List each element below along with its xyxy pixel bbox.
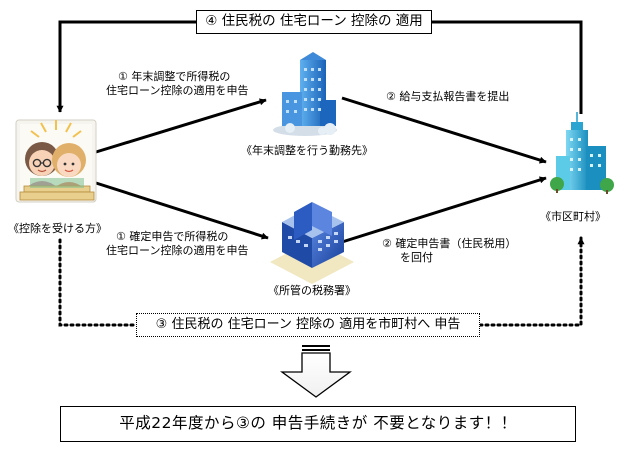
step2-forward-note: ② 確定申告書（住民税用） を回付: [382, 237, 516, 265]
step4-label-box: ④ 住民税の 住宅ローン 控除の 適用: [196, 10, 432, 34]
employer-caption: 《年末調整を行う勤務先》: [241, 144, 373, 157]
taxpayer-caption: 《控除を受ける方》: [8, 222, 107, 235]
city-buildings-icon: [550, 112, 614, 194]
step2-forward-line1: ② 確定申告書（住民税用）: [382, 237, 517, 250]
down-arrow-icon: [280, 345, 352, 398]
return-path-arrow: [56, 20, 583, 114]
step1-tax-return-line2: 住宅ローン控除の適用を申告: [106, 243, 249, 257]
step1-employer-note: ① 年末調整で所得税の 住宅ローン控除の適用を申告: [106, 70, 248, 98]
conclusion-box: 平成22年度から③の 申告手続きが 不要となります！！: [60, 406, 576, 442]
municipality-caption: 《市区町村》: [540, 210, 606, 223]
step2-report-note: ② 給与支払報告書を提出: [386, 90, 510, 103]
arrow-taxpayer-to-tax-office: [95, 181, 269, 240]
office-tower-icon: [273, 52, 337, 136]
arrow-tax-office-to-municipality: [341, 176, 547, 244]
conclusion-text: 平成22年度から③の 申告手続きが 不要となります！！: [119, 414, 517, 432]
couple-portrait-icon: [15, 119, 97, 203]
arrow-employer-to-municipality: [341, 96, 547, 164]
government-building-icon: [270, 202, 354, 284]
step1-tax-return-note: ① 確定申告で所得税の 住宅ローン控除の適用を申告: [106, 230, 248, 258]
step1-employer-line1: ① 年末調整で所得税の: [118, 70, 231, 83]
tax-office-caption: 《所管の税務署》: [268, 284, 356, 297]
step1-tax-return-line1: ① 確定申告で所得税の: [116, 230, 229, 243]
dotted-report-path: [58, 236, 585, 327]
arrow-taxpayer-to-employer: [95, 98, 267, 154]
step3-label-box: ③ 住民税の 住宅ローン 控除の 適用を市町村へ 申告: [136, 313, 480, 337]
step4-label: ④ 住民税の 住宅ローン 控除の 適用: [205, 13, 423, 29]
step3-label: ③ 住民税の 住宅ローン 控除の 適用を市町村へ 申告: [155, 317, 461, 332]
step2-forward-line2: を回付: [400, 250, 433, 264]
step1-employer-line2: 住宅ローン控除の適用を申告: [106, 83, 249, 97]
